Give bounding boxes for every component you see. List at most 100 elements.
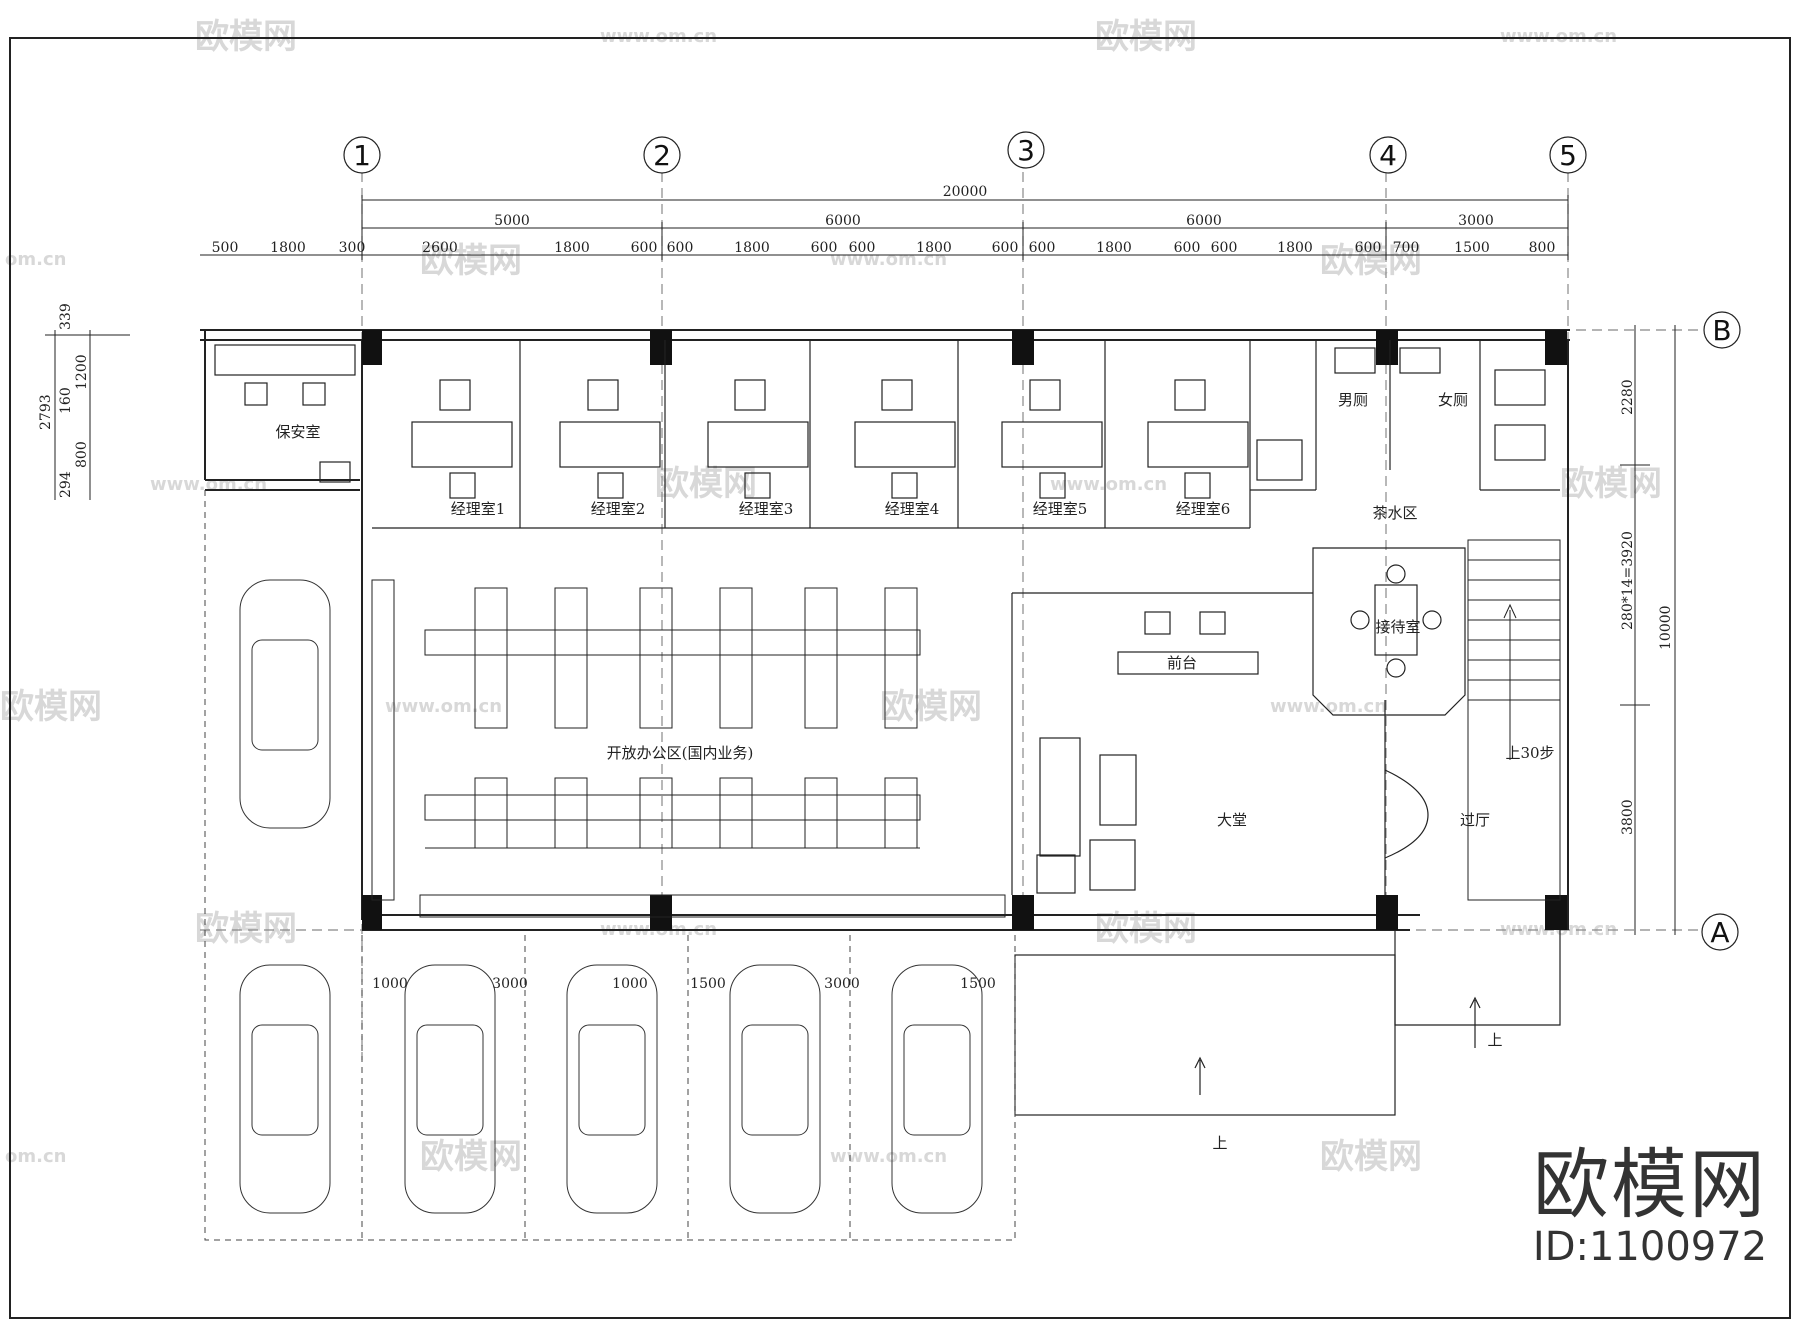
car-icon [891,964,983,1214]
axis-label-2: 2 [653,139,671,172]
room-label-manager-2: 经理室2 [591,500,646,518]
watermark-url: om.cn [5,249,66,270]
dim-detail: 800 [1529,240,1556,256]
watermark-url: om.cn [5,1146,66,1167]
dim-parking: 3000 [824,976,860,992]
dim-detail: 600 [1029,240,1056,256]
room-label-manager-1: 经理室1 [451,500,506,518]
axis-label-4: 4 [1379,139,1397,172]
room-label-tea: 茶水区 [1372,504,1417,522]
dim-detail: 600 [667,240,694,256]
axis-label-3: 3 [1017,134,1035,167]
room-label-hall: 过厅 [1460,811,1490,829]
brand-mark: 欧模网 ID:1100972 [1515,1145,1785,1270]
watermark-brand: 欧模网 [420,1137,522,1177]
dim-detail: 1800 [1277,240,1313,256]
toilets [1250,340,1560,491]
dim-bay: 6000 [1186,213,1222,229]
dim-left: 160 [58,387,74,414]
watermark-brand: 欧模网 [1320,241,1422,281]
room-label-reception: 接待室 [1375,618,1420,636]
building-walls [200,329,1570,931]
room-label-open-office: 开放办公区(国内业务) [607,744,754,762]
car-icon [566,964,658,1214]
watermark-url: www.om.cn [830,249,947,270]
dim-left: 294 [58,471,74,498]
dim-right: 10000 [1658,605,1674,650]
car-icon [404,964,496,1214]
axis-label-1: 1 [353,139,371,172]
pillars [362,330,1567,930]
axis-label-5: 5 [1559,139,1577,172]
dim-right: 2280 [1620,379,1636,415]
dim-bay: 6000 [825,213,861,229]
dim-right: 280*14=3920 [1620,531,1636,630]
front-desk-label: 前台 [1167,654,1197,672]
parking-area [204,490,1016,1241]
dim-detail: 300 [339,240,366,256]
watermark-url: www.om.cn [1500,26,1617,47]
up-arrow-label: 上 [1487,1031,1502,1049]
watermark-brand: 欧模网 [195,909,297,949]
watermark-brand: 欧模网 [420,241,522,281]
watermark-url: www.om.cn [830,1146,947,1167]
dim-bay: 3000 [1458,213,1494,229]
dim-detail: 2600 [422,240,458,256]
axis-label-B: B [1712,314,1731,347]
watermark-brand: 欧模网 [1560,464,1662,504]
axis-grid [200,172,1700,1060]
security-room [214,344,356,483]
dim-detail: 600 [1174,240,1201,256]
dim-parking: 1500 [690,976,726,992]
watermark-brand: 欧模网 [0,687,102,727]
watermark-brand: 欧模网 [1320,1137,1422,1177]
entry-terrace [1014,930,1561,1116]
watermark-brand: 欧模网 [655,464,757,504]
dim-detail: 600 [849,240,876,256]
dim-left: 2793 [38,394,54,430]
reception-room [1312,547,1466,716]
watermark-url: www.om.cn [385,696,502,717]
dim-bay: 5000 [494,213,530,229]
room-label-security: 保安室 [275,423,320,441]
manager-offices [372,340,1251,529]
dim-detail: 600 [992,240,1019,256]
dim-detail: 600 [1211,240,1238,256]
top-dimensions [200,195,1569,260]
dim-detail: 1800 [270,240,306,256]
stairs-note: 上30步 [1505,744,1554,762]
dim-parking: 3000 [492,976,528,992]
staircase [1467,539,1561,901]
open-office-workstations [371,579,1006,918]
axis-label-A: A [1710,916,1729,949]
room-label-manager-3: 经理室3 [739,500,794,518]
dim-detail: 600 [1355,240,1382,256]
room-label-manager-6: 经理室6 [1176,500,1231,518]
room-label-lobby: 大堂 [1217,811,1247,829]
model-id: ID:1100972 [1532,1224,1768,1270]
car-icon [239,579,331,829]
dim-left: 1200 [74,354,90,390]
right-dimensions [1620,325,1676,935]
dim-detail: 500 [212,240,239,256]
dim-parking: 1000 [612,976,648,992]
car-icon [239,964,331,1214]
dim-detail: 600 [811,240,838,256]
up-arrow-label: 上 [1212,1134,1227,1152]
room-label-mens-wc: 男厕 [1338,391,1368,409]
dim-detail: 1800 [554,240,590,256]
dim-parking: 1000 [372,976,408,992]
dim-detail: 700 [1393,240,1420,256]
lobby [1011,592,1429,895]
dim-left: 339 [58,303,74,330]
dim-left: 800 [74,441,90,468]
watermark-brand: 欧模网 [880,687,982,727]
dim-right: 3800 [1620,799,1636,835]
axis-bubbles: 1 2 3 4 5 B A [343,131,1741,951]
dim-parking: 1500 [960,976,996,992]
top-detail-dims: 500 1800 300 2600 1800 600 600 1800 600 … [212,240,1556,256]
manager-labels: 经理室1 经理室2 经理室3 经理室4 经理室5 经理室6 [451,500,1231,518]
dim-detail: 1800 [1096,240,1132,256]
left-dimensions [45,330,130,500]
